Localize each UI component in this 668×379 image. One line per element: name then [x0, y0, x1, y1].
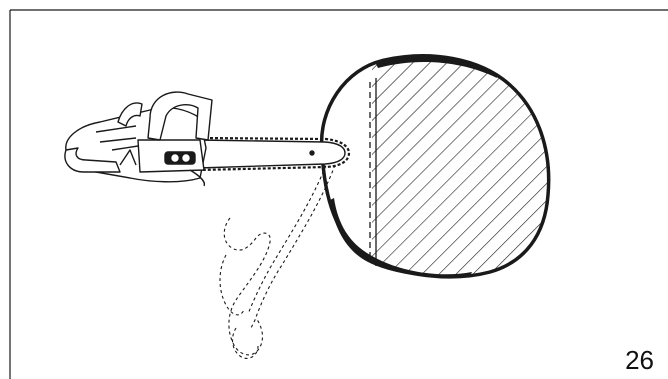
log-hatch-area — [370, 50, 560, 290]
bar-nose-sprocket — [310, 151, 314, 155]
bar-nut-1 — [172, 155, 178, 161]
log-cross-section — [322, 50, 560, 290]
chainsaw-dashed-outline — [220, 160, 335, 358]
guide-bar — [198, 140, 345, 168]
bar-nut-2 — [183, 155, 189, 161]
bar-nuts — [165, 152, 195, 164]
chainsaw — [65, 92, 349, 186]
figure-number: 26 — [625, 347, 654, 373]
